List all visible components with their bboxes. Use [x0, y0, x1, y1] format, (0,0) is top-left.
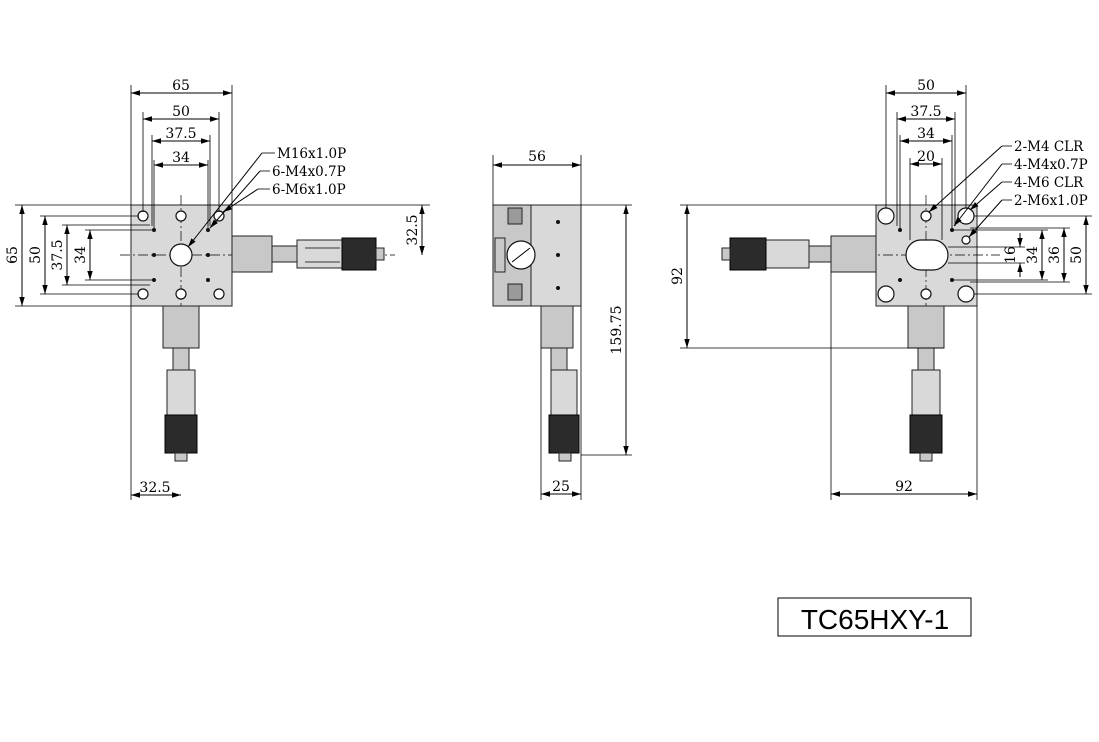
bottom-view-dim-16: 16 — [1003, 246, 1019, 264]
bottom-view-dim-50: 50 — [917, 78, 935, 94]
bottom-micrometer-knob-y — [909, 414, 943, 454]
bottom-view-dim-37-5: 37.5 — [910, 104, 941, 120]
center-hole-m16 — [169, 243, 193, 267]
callout-4-m6-clr: 4-M6 CLR — [1014, 175, 1084, 191]
callout-6-m6: 6-M6x1.0P — [272, 182, 346, 198]
bottom-slot — [905, 239, 949, 271]
top-dim-50: 50 — [172, 104, 190, 120]
bottom-view-dim-36: 36 — [1047, 246, 1063, 264]
bottom-view-dim-20: 20 — [917, 149, 935, 165]
bottom-view-dim-50-right: 50 — [1069, 246, 1085, 264]
bottom-dim-32-5: 32.5 — [139, 480, 170, 496]
side-micrometer-knob — [548, 414, 580, 454]
top-view: 65 50 37.5 34 65 50 37.5 34 32.5 — [5, 78, 430, 500]
side-dim-56: 56 — [528, 149, 546, 165]
left-dim-37-5: 37.5 — [50, 239, 66, 270]
top-dim-65: 65 — [172, 78, 190, 94]
micrometer-knob-y — [164, 414, 198, 454]
left-dim-65: 65 — [5, 246, 21, 264]
model-label: TC65HXY-1 — [801, 604, 949, 635]
right-dim-32-5: 32.5 — [405, 214, 421, 245]
left-dim-50: 50 — [28, 246, 44, 264]
top-dim-37-5: 37.5 — [165, 126, 196, 142]
callout-2-m4-clr: 2-M4 CLR — [1014, 139, 1084, 155]
bottom-micrometer-knob-x — [729, 237, 767, 271]
side-dim-159-75: 159.75 — [609, 306, 625, 355]
bottom-view: 50 37.5 34 20 92 92 16 34 — [670, 78, 1092, 500]
micrometer-knob-x — [341, 237, 377, 271]
top-dim-34: 34 — [172, 150, 190, 166]
callout-4-m4: 4-M4x0.7P — [1014, 157, 1088, 173]
callout-6-m4: 6-M4x0.7P — [272, 164, 346, 180]
callout-m16: M16x1.0P — [277, 146, 346, 162]
bottom-view-dim-34: 34 — [917, 126, 935, 142]
bottom-view-dim-92-bottom: 92 — [895, 479, 913, 495]
model-label-box: TC65HXY-1 — [777, 597, 972, 637]
side-view: 56 159.75 25 — [492, 149, 632, 500]
bottom-view-dim-34-right: 34 — [1025, 246, 1041, 264]
callout-2-m6: 2-M6x1.0P — [1014, 193, 1088, 209]
left-dim-34: 34 — [73, 246, 89, 264]
side-dim-25: 25 — [552, 479, 570, 495]
bottom-view-dim-92-left: 92 — [670, 267, 686, 285]
